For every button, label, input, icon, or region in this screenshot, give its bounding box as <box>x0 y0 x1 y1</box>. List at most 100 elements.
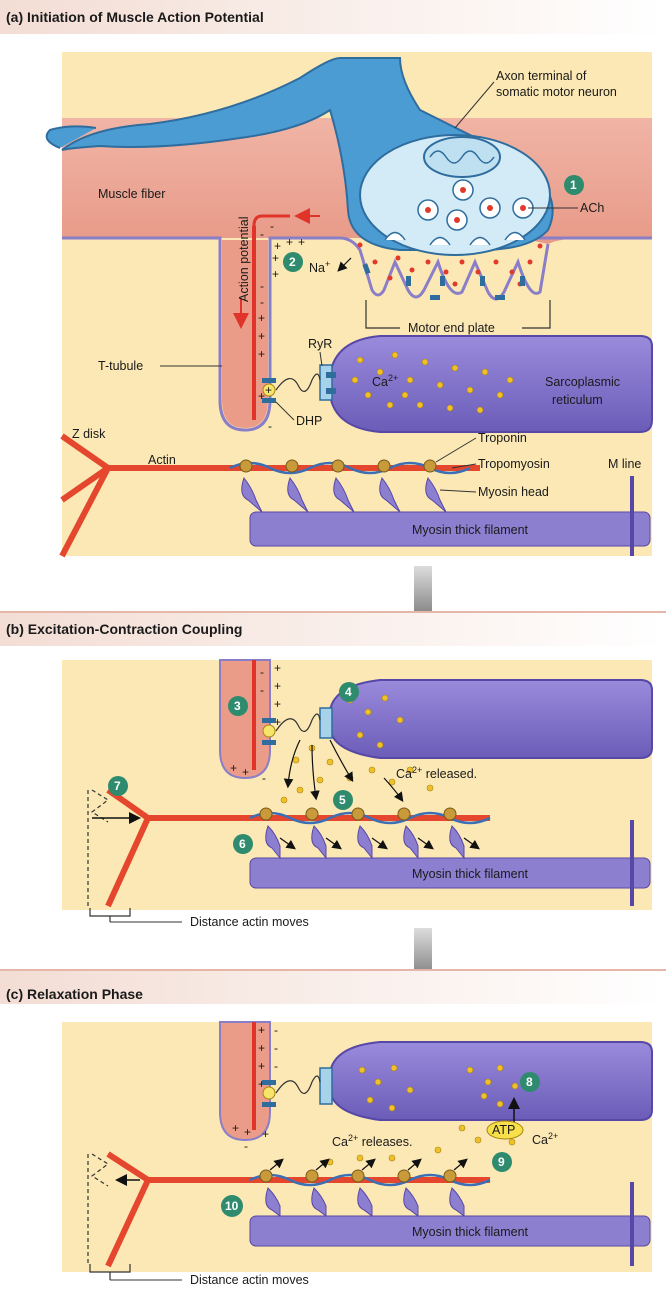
svg-text:4: 4 <box>345 685 352 699</box>
release-arrows-b <box>283 739 404 802</box>
mitochondrion-icon <box>423 136 501 178</box>
svg-text:+: + <box>286 235 293 249</box>
t-tubule-label: T-tubule <box>98 359 143 373</box>
release-arrows-c <box>269 1158 468 1171</box>
ca-releases-label: Ca2+ releases. <box>332 1133 412 1149</box>
t-tubule-b <box>219 659 271 780</box>
atp-label: ATP <box>492 1123 515 1137</box>
dhp-label: DHP <box>296 414 322 428</box>
ach-label: ACh <box>580 201 604 215</box>
svg-text:8: 8 <box>526 1075 533 1089</box>
panel-c: (c) Relaxation Phase +++ +-- -++ +- <box>0 969 666 1287</box>
calcium-ions-sr-a <box>351 351 514 414</box>
troponin-b <box>259 807 457 821</box>
sarcolemma <box>62 236 340 432</box>
svg-text:+: + <box>232 1121 239 1135</box>
membrane-charges-c: +++ +-- -++ +- <box>232 1023 278 1153</box>
ryr-label: RyR <box>308 337 332 351</box>
svg-text:+: + <box>230 761 237 775</box>
svg-text:+: + <box>258 1041 265 1055</box>
tropomyosin-label: Tropomyosin <box>478 457 550 471</box>
panel-c-title: (c) Relaxation Phase <box>6 986 143 1002</box>
distance-label-b: Distance actin moves <box>190 915 309 929</box>
z-disk-prev-b <box>87 789 110 906</box>
ca-released-label: Ca2+ released. <box>396 765 477 781</box>
panel-b: (b) Excitation-Contraction Coupling +++ … <box>0 611 666 929</box>
svg-text:-: - <box>262 771 266 785</box>
calcium-ions-c <box>326 1064 519 1166</box>
panel-b-header <box>0 612 666 646</box>
svg-text:+: + <box>258 1059 265 1073</box>
myosin-thick-label-b: Myosin thick filament <box>412 867 529 881</box>
svg-text:5: 5 <box>339 793 346 807</box>
step-badge-7: 7 <box>108 776 128 796</box>
sr-label-1: Sarcoplasmic <box>545 375 620 389</box>
dhp-receptor-c <box>262 1080 276 1107</box>
membrane-charges-a: +++ ++ -- +++ +- -- <box>258 219 305 433</box>
panel-c-header <box>0 970 666 1004</box>
myosin-thick-filament-b <box>249 857 651 889</box>
membrane-charges-b: +++ +-- ++- <box>230 661 281 785</box>
panel-a-header <box>0 0 666 34</box>
step-badge-6: 6 <box>233 834 253 854</box>
svg-text:-: - <box>260 665 264 679</box>
step-badge-8: 8 <box>520 1072 540 1092</box>
motor-end-plate-label: Motor end plate <box>408 321 495 335</box>
t-tubule <box>222 240 268 428</box>
sarcoplasmic-reticulum <box>329 335 653 433</box>
sarcoplasmic-reticulum-b <box>329 679 653 759</box>
myosin-heads-c <box>265 1187 465 1217</box>
ca-right-label: Ca2+ <box>532 1131 558 1147</box>
svg-text:+: + <box>274 697 281 711</box>
z-disk-label: Z disk <box>72 427 106 441</box>
svg-text:1: 1 <box>570 178 577 192</box>
svg-text:-: - <box>260 683 264 697</box>
myosin-heads-b <box>265 825 465 860</box>
svg-text:+: + <box>258 389 265 403</box>
svg-text:-: - <box>260 227 264 241</box>
svg-text:-: - <box>260 279 264 293</box>
muscle-fiber-label: Muscle fiber <box>98 187 165 201</box>
ca-label-sr: Ca2+ <box>372 373 398 389</box>
step-badge-4: 4 <box>339 682 359 702</box>
svg-text:-: - <box>274 1023 278 1037</box>
svg-text:+: + <box>262 1127 269 1141</box>
step-badge-3: 3 <box>228 696 248 716</box>
na-label: Na+ <box>309 259 330 275</box>
dhp-receptor-b <box>262 718 276 745</box>
power-stroke-arrows-b <box>279 837 480 850</box>
axon-label-1: Axon terminal of <box>496 69 587 83</box>
svg-text:+: + <box>258 1023 265 1037</box>
myosin-thick-label-a: Myosin thick filament <box>412 523 529 537</box>
actin-label: Actin <box>148 453 176 467</box>
troponin-c <box>259 1169 457 1183</box>
svg-text:2: 2 <box>289 255 296 269</box>
myosin-heads-a <box>241 476 447 513</box>
dhp-receptor: + <box>262 378 276 403</box>
sr-label-2: reticulum <box>552 393 603 407</box>
z-disk-prev-c <box>87 1153 110 1266</box>
step-badge-9: 9 <box>492 1152 512 1172</box>
myosin-head-label: Myosin head <box>478 485 549 499</box>
svg-text:-: - <box>274 1059 278 1073</box>
svg-text:+: + <box>258 347 265 361</box>
svg-text:-: - <box>260 295 264 309</box>
svg-text:-: - <box>244 1139 248 1153</box>
t-tubule-c <box>219 1021 271 1142</box>
svg-text:+: + <box>298 235 305 249</box>
svg-text:-: - <box>274 1041 278 1055</box>
distance-label-c: Distance actin moves <box>190 1273 309 1287</box>
ach-receptors <box>362 263 525 300</box>
step-badge-10: 10 <box>221 1195 243 1217</box>
svg-text:+: + <box>258 1077 265 1091</box>
m-line-label: M line <box>608 457 641 471</box>
svg-text:+: + <box>272 251 279 265</box>
svg-text:3: 3 <box>234 699 241 713</box>
myosin-thick-filament-c <box>249 1215 651 1247</box>
atp-pump: ATP <box>486 1097 524 1140</box>
svg-text:+: + <box>274 715 281 729</box>
ryr-channel <box>319 364 336 401</box>
ach-vesicles <box>384 179 534 246</box>
panel-a-title: (a) Initiation of Muscle Action Potentia… <box>6 9 264 25</box>
